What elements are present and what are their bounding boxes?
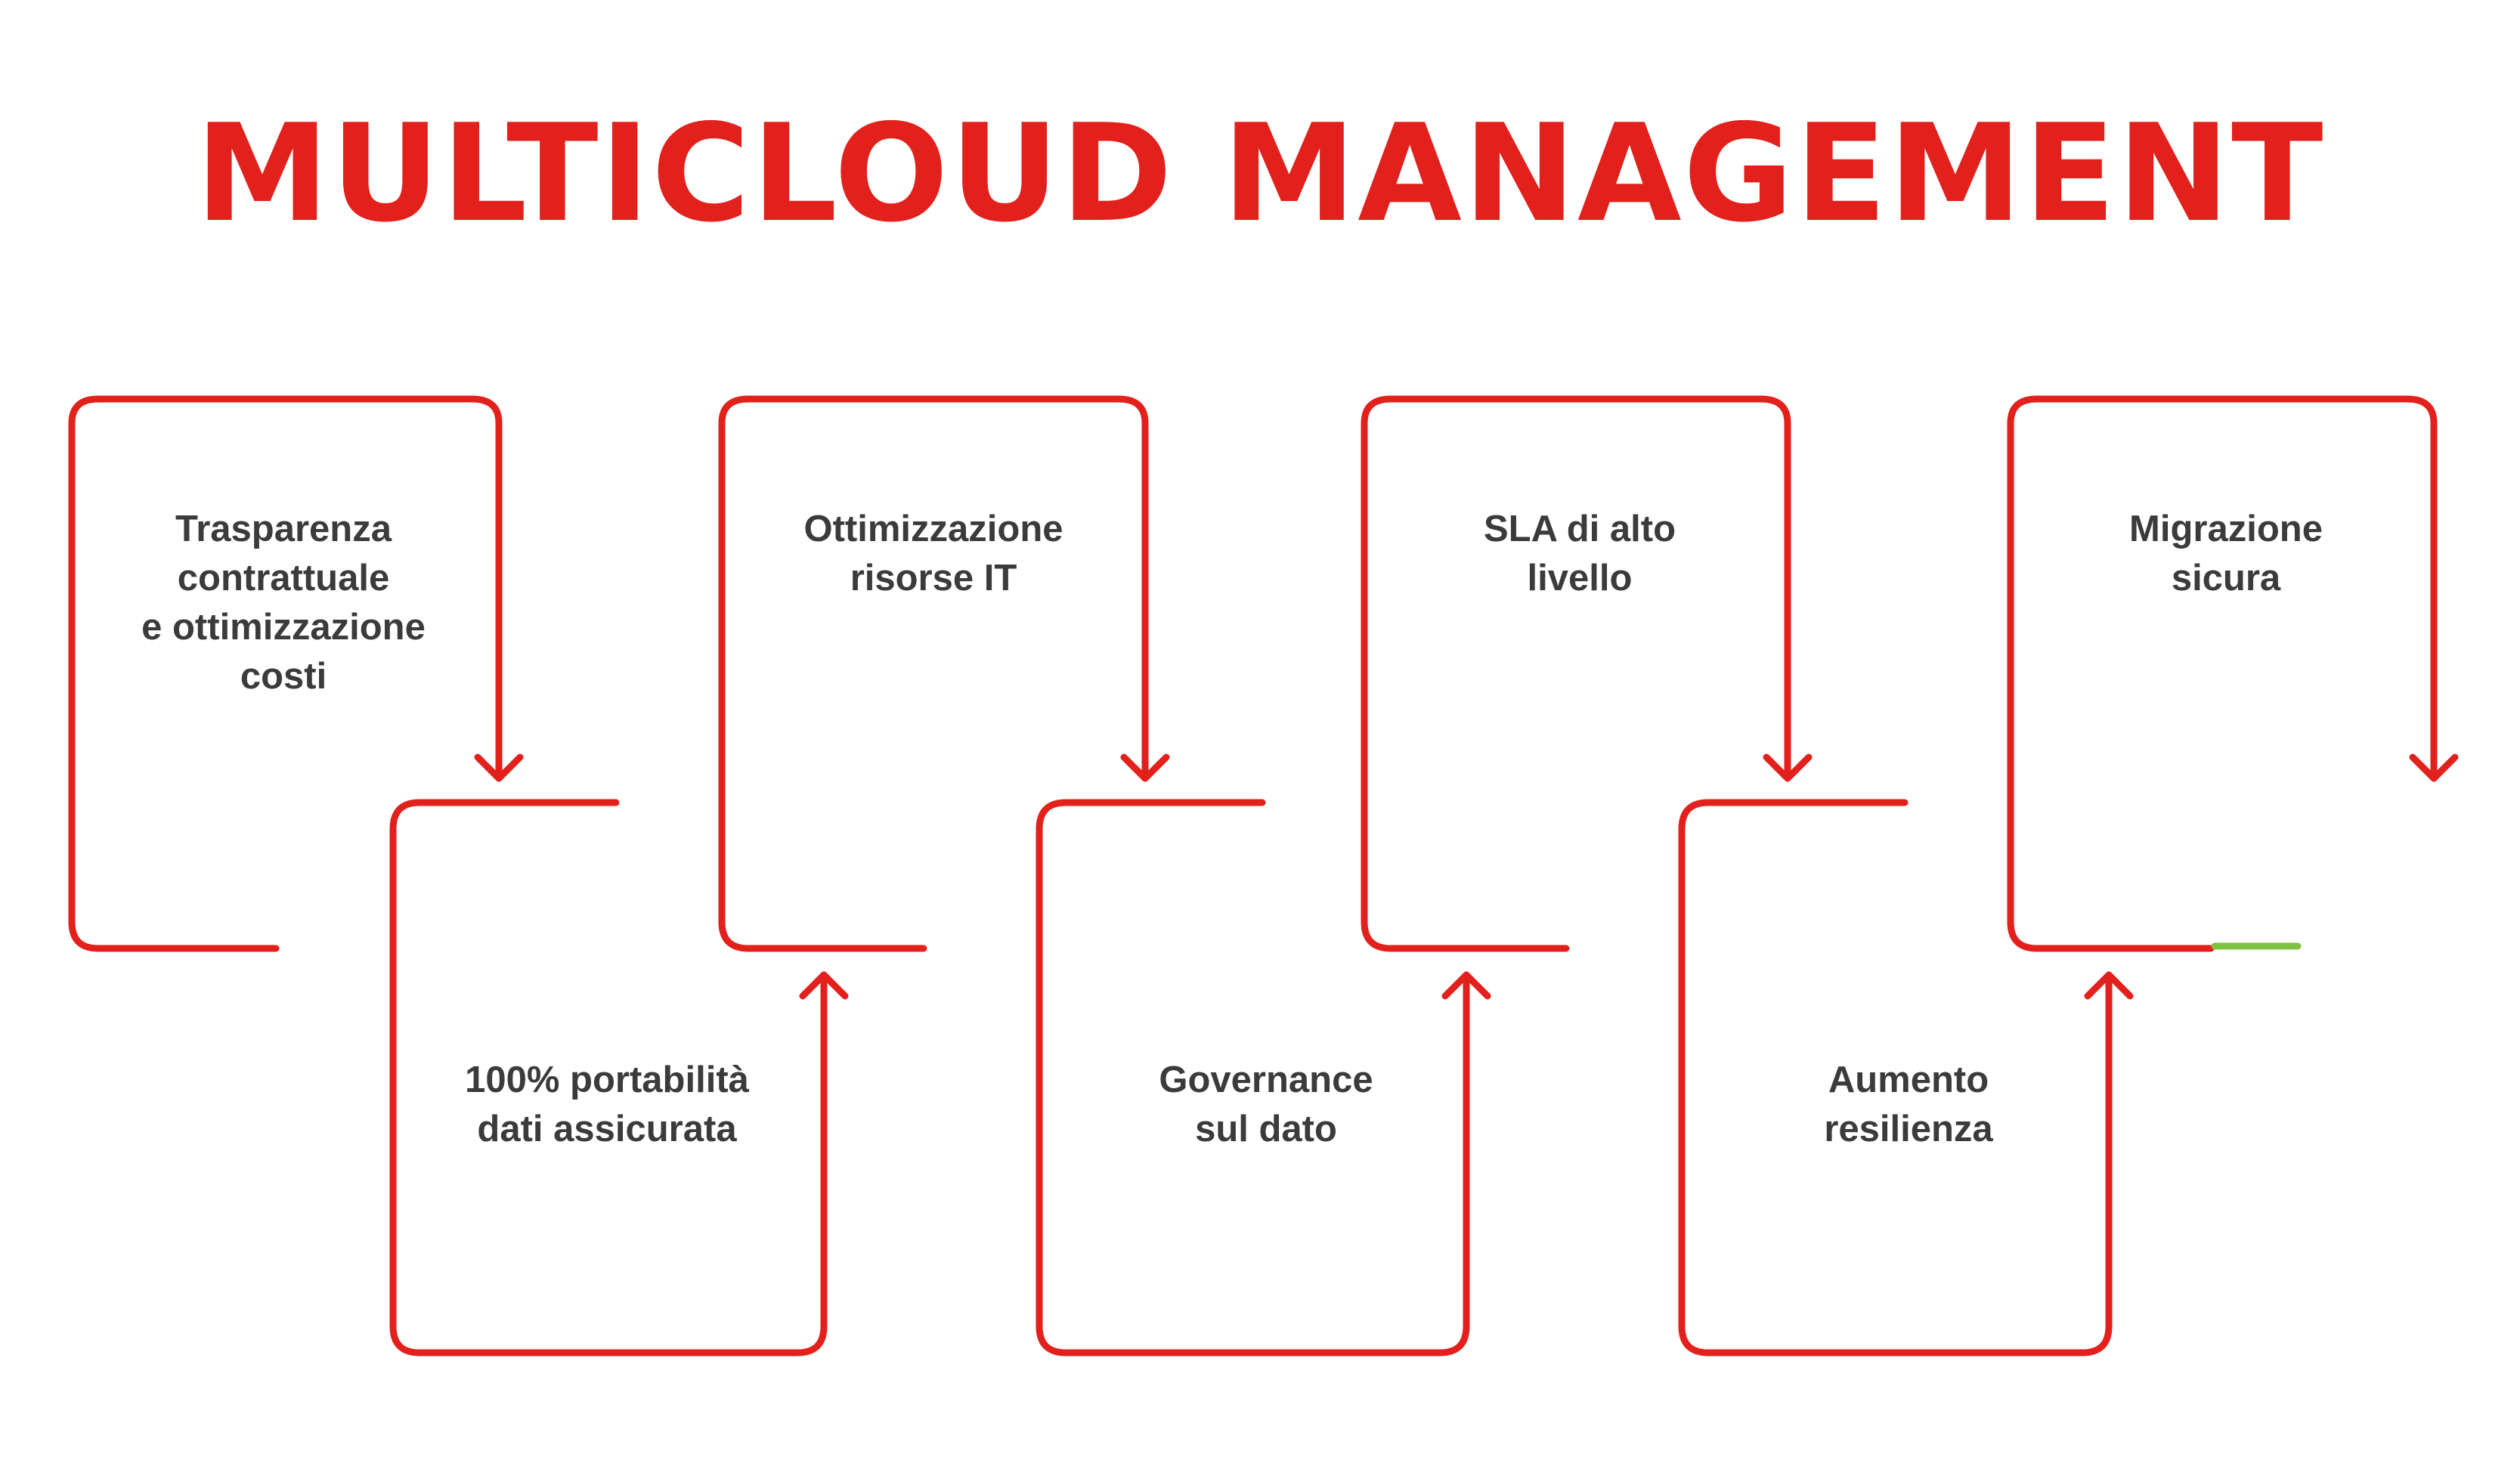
step-6-arrow-head [2084, 971, 2134, 1000]
step-4-frame [1036, 799, 1470, 1356]
step-7-frame [2007, 395, 2438, 952]
step-2-frame [389, 799, 828, 1356]
step-1-arrow-head [474, 753, 524, 782]
step-5-label-line: livello [1527, 558, 1633, 599]
step-6-label-line: Aumento [1828, 1059, 1989, 1100]
step-4-arrow-head [1441, 971, 1491, 1000]
step-6-label-line: resilienza [1824, 1109, 1993, 1149]
step-2-label-line: 100% portabilità [465, 1059, 749, 1100]
step-3-arrow-head [1120, 753, 1170, 782]
step-1-label: Trasparenza contrattuale e ottimizzazion… [72, 505, 495, 701]
step-3-label: Ottimizzazione risorse IT [722, 505, 1145, 603]
step-3-frame [718, 395, 1149, 952]
diagram-title: MULTICLOUD MANAGEMENT [195, 95, 2325, 252]
step-3-label-line: risorse IT [850, 558, 1017, 599]
step-6-label: Aumento resilienza [1697, 1056, 2120, 1154]
step-4-label-line: sul dato [1195, 1109, 1337, 1149]
step-5-arrow-head [1763, 753, 1813, 782]
step-4-label: Governance sul dato [1054, 1056, 1478, 1154]
step-1-label-line: costi [240, 656, 327, 697]
step-4-label-line: Governance [1159, 1059, 1373, 1100]
step-7-label-line: sicura [2171, 558, 2281, 599]
step-7-label-line: Migrazione [2129, 509, 2323, 549]
step-2-label-line: dati assicurata [477, 1109, 737, 1149]
step-5-label: SLA di alto livello [1368, 505, 1791, 603]
step-1-label-line: contrattuale [177, 558, 390, 599]
step-7-arrow-head [2409, 753, 2459, 782]
step-1-label-line: Trasparenza [175, 509, 392, 549]
step-5-label-line: SLA di alto [1483, 509, 1676, 549]
step-1-label-line: e ottimizzazione [141, 607, 426, 648]
step-2-arrow-head [799, 971, 849, 1000]
step-1-frame [68, 395, 503, 952]
step-7-label: Migrazione sicura [2014, 505, 2438, 603]
step-2-label: 100% portabilità dati assicurata [395, 1056, 819, 1154]
step-5-frame [1361, 395, 1791, 952]
step-6-frame [1678, 799, 2113, 1356]
step-3-label-line: Ottimizzazione [803, 509, 1063, 549]
